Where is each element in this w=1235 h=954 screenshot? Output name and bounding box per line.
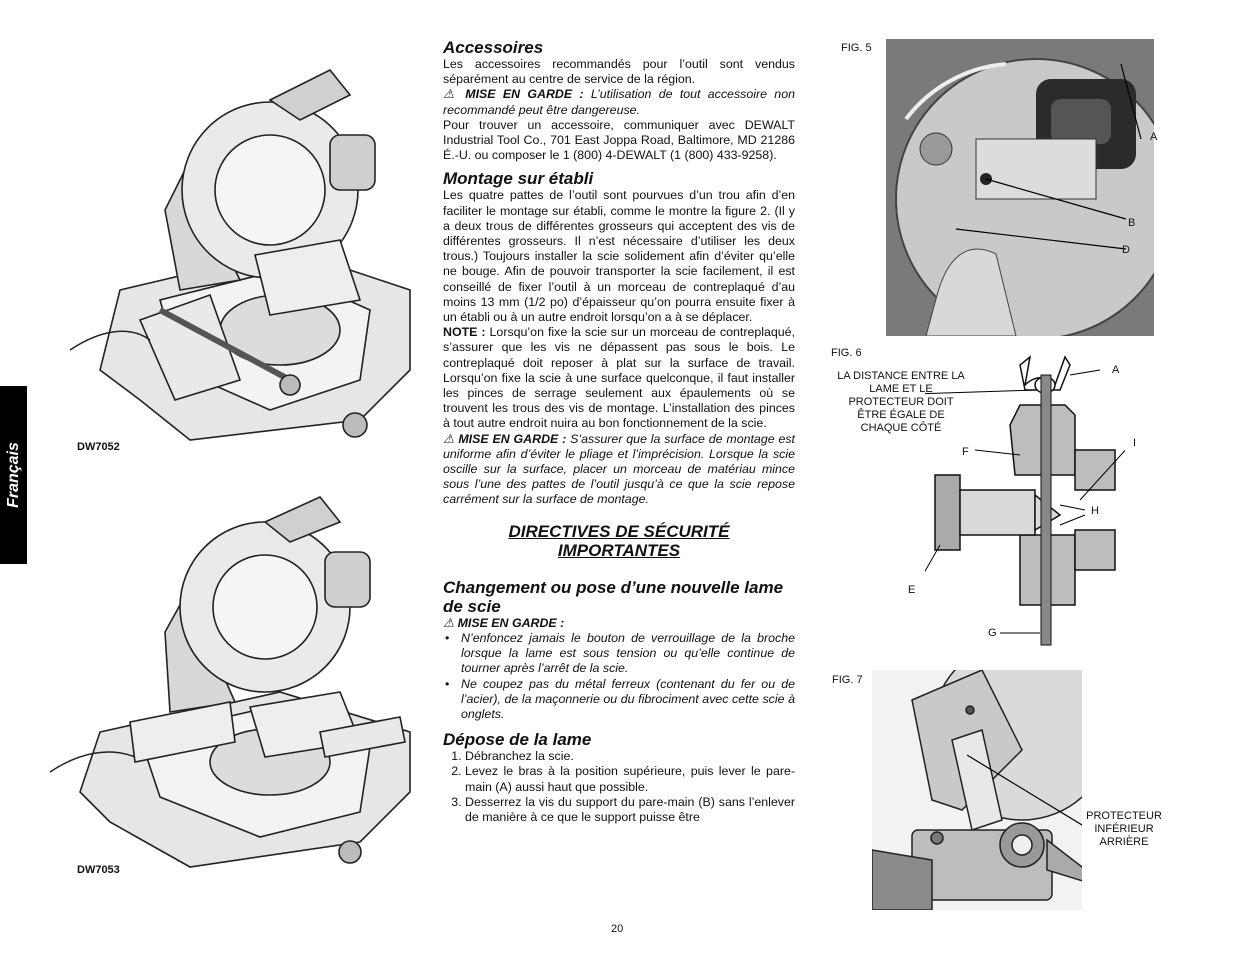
model-label-dw7052: DW7052: [77, 441, 120, 453]
section-title-depose: Dépose de la lame: [443, 730, 592, 750]
fig5-callout-d: D: [1122, 244, 1130, 256]
note-label: NOTE :: [443, 325, 486, 340]
fig5-photo: [886, 39, 1154, 336]
steps-list: Débranchez la scie. Levez le bras à la p…: [443, 749, 795, 825]
montage-paragraph: Les quatre pattes de l’outil sont pourvu…: [443, 188, 795, 325]
safety-directives-heading: DIRECTIVES DE SÉCURITÉ IMPORTANTES: [443, 522, 795, 560]
fig6-callout-i: I: [1133, 437, 1137, 449]
safety-directives-line2: IMPORTANTES: [557, 540, 681, 560]
fig5-callout-b: B: [1128, 217, 1136, 229]
safety-directives-line1: DIRECTIVES DE SÉCURITÉ: [508, 521, 730, 541]
note-text: Lorsqu’on fixe la scie sur un morceau de…: [443, 325, 795, 431]
warning-text: S’assurer que la surface de montage est …: [443, 431, 795, 507]
warning-icon: ⚠: [443, 615, 455, 630]
changement-warning: ⚠ MISE EN GARDE :: [443, 616, 795, 631]
list-item: Débranchez la scie.: [465, 749, 795, 764]
model-label-dw7053: DW7053: [77, 864, 120, 876]
warning-label: MISE EN GARDE :: [465, 87, 584, 102]
fig6-note: LA DISTANCE ENTRE LA LAME ET LE PROTECTE…: [837, 370, 965, 434]
fig5-label: FIG. 5: [841, 42, 872, 54]
list-item: N’enfoncez jamais le bouton de verrouill…: [445, 631, 795, 677]
section-title-montage: Montage sur établi: [443, 169, 594, 189]
fig6-callout-a: A: [1112, 364, 1120, 376]
fig6-callout-g: G: [988, 627, 997, 639]
list-item: Levez le bras à la position supérieure, …: [465, 764, 795, 794]
language-tab-label: Français: [4, 442, 22, 508]
page-number: 20: [611, 923, 624, 935]
accessoires-contact-paragraph: Pour trouver un accessoire, communiquer …: [443, 117, 795, 163]
note-paragraph: NOTE : Lorsqu’on fixe la scie sur un mor…: [443, 325, 795, 431]
list-item: Ne coupez pas du métal ferreux (contenan…: [445, 677, 795, 723]
fig6-callout-e: E: [908, 584, 916, 596]
warning-bullet-list: N’enfoncez jamais le bouton de verrouill…: [443, 631, 795, 722]
accessoires-paragraph: Les accessoires recommandés pour l’outil…: [443, 57, 795, 87]
accessoires-warning: ⚠ MISE EN GARDE : L’utilisation de tout …: [443, 87, 795, 117]
section-title-changement: Changement ou pose d’une nouvelle lame d…: [443, 577, 784, 616]
fig7-callout-lower-guard: PROTECTEUR INFÉRIEUR ARRIÈRE: [1086, 810, 1162, 848]
fig6-callout-f: F: [962, 446, 969, 458]
fig6-diagram: [925, 355, 1125, 646]
section-title-accessoires: Accessoires: [443, 38, 544, 57]
miter-saw-dw7053-illustration: [40, 492, 420, 882]
fig6-callout-h: H: [1091, 505, 1099, 517]
fig5-callout-a: A: [1150, 131, 1158, 143]
warning-label: MISE EN GARDE :: [458, 431, 567, 446]
list-item: Desserrez la vis du support du pare-main…: [465, 795, 795, 825]
warning-text: L’utilisation de tout accessoire non rec…: [443, 87, 795, 117]
text-column: Accessoires Les accessoires recommandés …: [443, 38, 795, 825]
fig6-label: FIG. 6: [831, 347, 862, 359]
fig7-label: FIG. 7: [832, 674, 863, 686]
warning-label: MISE EN GARDE :: [457, 615, 565, 630]
warning-icon: ⚠: [443, 87, 458, 102]
miter-saw-dw7052-illustration: [40, 40, 420, 460]
warning-icon: ⚠: [443, 431, 455, 446]
language-tab: Français: [0, 386, 27, 564]
montage-warning: ⚠ MISE EN GARDE : S’assurer que la surfa…: [443, 432, 795, 508]
fig7-illustration: [872, 670, 1082, 910]
